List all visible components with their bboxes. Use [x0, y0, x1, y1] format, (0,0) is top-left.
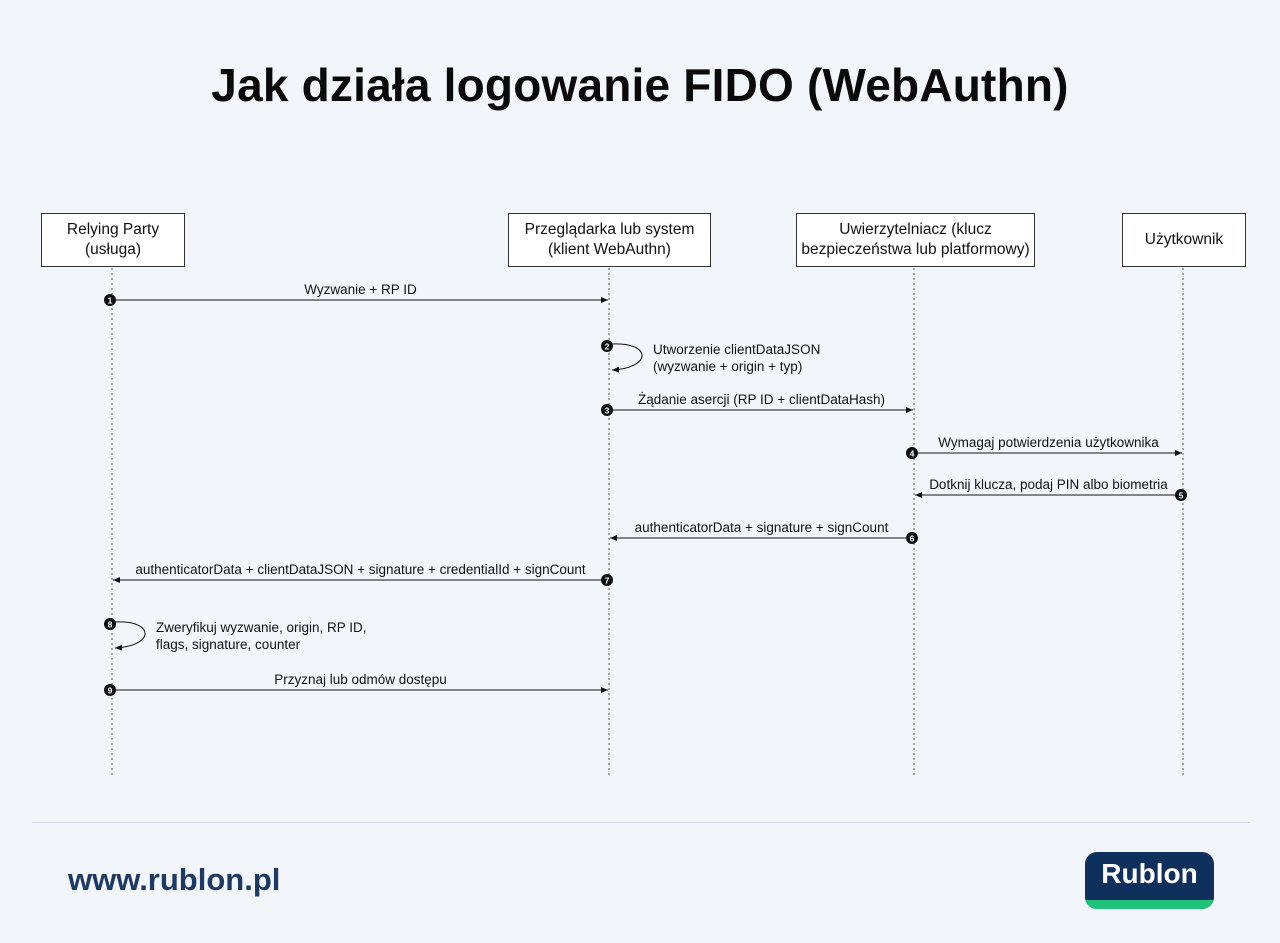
step-badge — [104, 618, 116, 630]
step-number: 2 — [605, 341, 610, 351]
message-label: Wyzwanie + RP ID — [304, 282, 417, 297]
message-label: authenticatorData + signature + signCoun… — [635, 520, 889, 535]
step-number: 5 — [1179, 490, 1184, 500]
step-badge — [906, 532, 918, 544]
message-step-5: Dotknij klucza, podaj PIN albo biometria… — [915, 477, 1187, 501]
message-step-3: Żądanie asercji (RP ID + clientDataHash)… — [601, 392, 913, 416]
actor-relying-party: Relying Party (usługa) — [41, 213, 185, 267]
actor-label-line: Użytkownik — [1144, 231, 1224, 248]
step-badge — [104, 684, 116, 696]
step-badge — [1175, 489, 1187, 501]
actor-label-line: Uwierzytelniacz (klucz — [839, 221, 992, 238]
footer-divider — [32, 822, 1250, 823]
message-label: authenticatorData + clientDataJSON + sig… — [135, 562, 586, 577]
message-label: Przyznaj lub odmów dostępu — [274, 672, 447, 687]
step-number: 3 — [605, 405, 610, 415]
step-badge — [601, 340, 613, 352]
step-number: 8 — [108, 619, 113, 629]
logo-wordmark: Rublon — [1101, 858, 1198, 889]
self-message-loop — [114, 621, 146, 651]
step-badge — [601, 404, 613, 416]
message-step-4: Wymagaj potwierdzenia użytkownika 4 — [906, 435, 1182, 459]
step-badge — [104, 294, 116, 306]
rublon-logo: Rublon — [1085, 852, 1214, 909]
message-step-7: authenticatorData + clientDataJSON + sig… — [113, 562, 613, 586]
message-step-6: authenticatorData + signature + signCoun… — [610, 520, 918, 544]
actor-webauthn-client: Przeglądarka lub system (klient WebAuthn… — [508, 213, 711, 267]
step-number: 6 — [910, 533, 915, 543]
actor-label-line: (usługa) — [85, 241, 141, 258]
message-step-9: Przyznaj lub odmów dostępu 9 — [104, 672, 608, 696]
actor-label-line: bezpieczeństwa lub platformowy) — [801, 241, 1030, 258]
actor-user: Użytkownik — [1122, 213, 1246, 267]
page-title: Jak działa logowanie FIDO (WebAuthn) — [211, 59, 1069, 111]
message-label: flags, signature, counter — [156, 637, 301, 652]
actor-label-line: (klient WebAuthn) — [548, 241, 671, 258]
step-number: 7 — [605, 575, 610, 585]
message-step-2: Utworzenie clientDataJSON (wyzwanie + ori… — [601, 340, 820, 374]
message-label: Żądanie asercji (RP ID + clientDataHash) — [638, 392, 885, 407]
step-number: 4 — [910, 448, 915, 458]
message-label: Utworzenie clientDataJSON — [653, 342, 820, 357]
actor-label-line: Relying Party — [66, 221, 160, 238]
logo-stripe — [1085, 900, 1214, 909]
message-label: (wyzwanie + origin + typ) — [653, 359, 802, 374]
message-step-1: Wyzwanie + RP ID 1 — [104, 282, 608, 306]
message-label: Zweryfikuj wyzwanie, origin, RP ID, — [156, 620, 367, 635]
site-url-link[interactable]: www.rublon.pl — [68, 862, 281, 897]
step-number: 1 — [108, 295, 113, 305]
step-badge — [906, 447, 918, 459]
step-badge — [601, 574, 613, 586]
self-message-loop — [611, 343, 643, 373]
message-step-8: Zweryfikuj wyzwanie, origin, RP ID, flags… — [104, 618, 367, 652]
actor-authenticator: Uwierzytelniacz (klucz bezpieczeństwa lu… — [796, 213, 1035, 267]
actor-label-line: Przeglądarka lub system — [524, 221, 695, 238]
message-label: Dotknij klucza, podaj PIN albo biometria — [929, 477, 1168, 492]
step-number: 9 — [108, 685, 113, 695]
message-label: Wymagaj potwierdzenia użytkownika — [938, 435, 1159, 450]
